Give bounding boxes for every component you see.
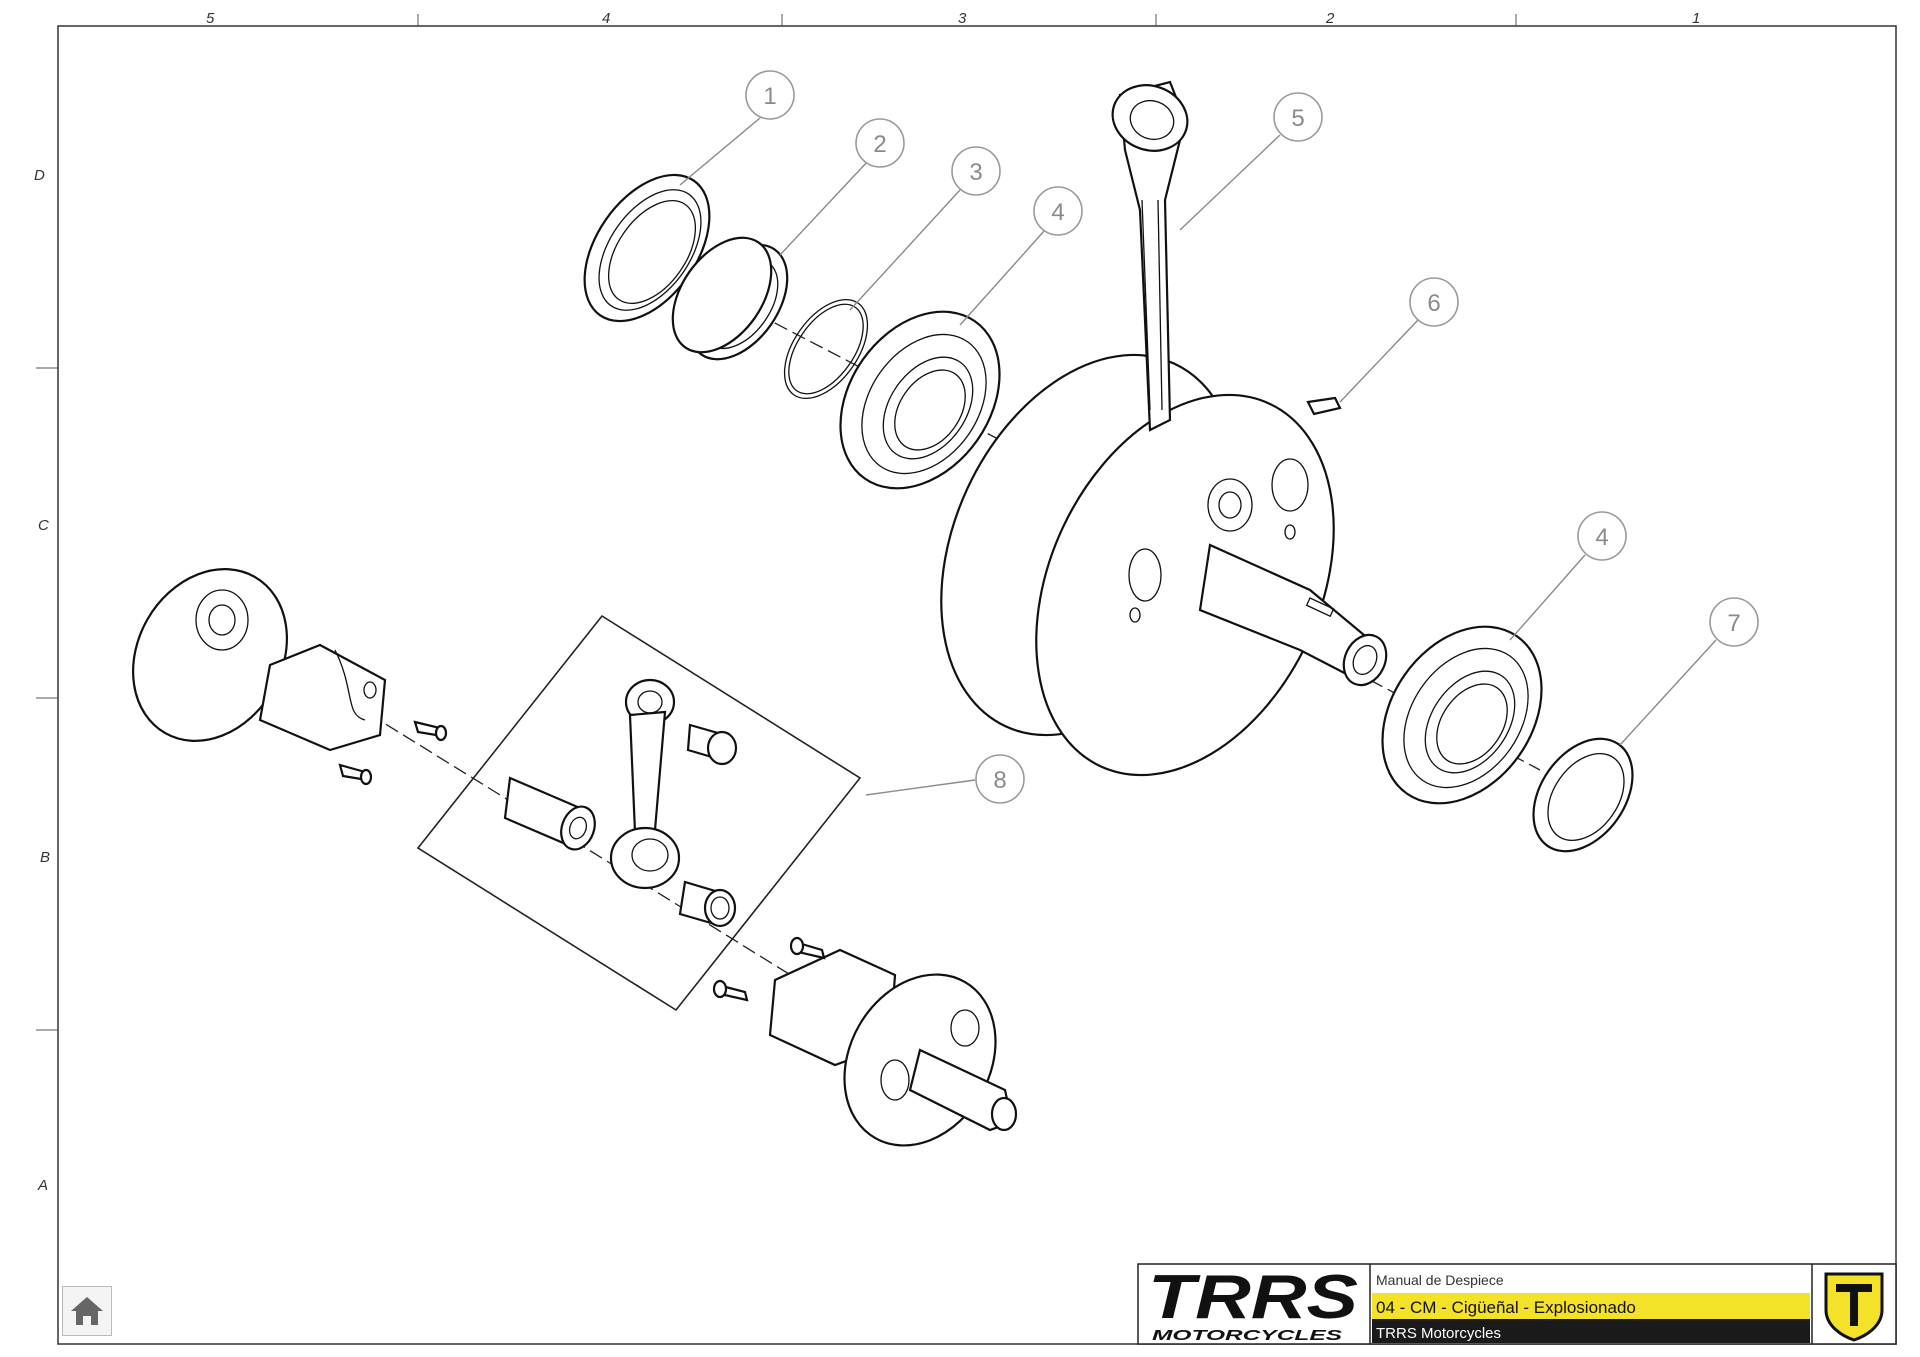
callout-3 (951, 146, 1001, 196)
main-assembly (583, 80, 1634, 853)
part-5-crankshaft (940, 80, 1388, 777)
title-highlight (1372, 1293, 1810, 1319)
trrs-shield-icon (1824, 1272, 1884, 1342)
left-flywheel-half (132, 568, 387, 752)
part-7-oil-seal (1532, 737, 1634, 853)
needle-bearing-top (686, 723, 738, 766)
doc-title: 04 - CM - Cigüeñal - Explosionado (1376, 1298, 1636, 1317)
callout-1-label: 1 (763, 83, 776, 110)
needle-bearing-bottom (678, 880, 737, 928)
callout-4a-label: 4 (1051, 199, 1064, 226)
crank-pin (503, 776, 596, 851)
part-4-bearing-right (1381, 625, 1543, 805)
zone-col-1: 1 (1692, 10, 1700, 27)
callout-7 (1709, 597, 1759, 647)
part-4-bearing-left (839, 310, 1001, 490)
company-bar (1372, 1319, 1810, 1343)
zone-row-d: D (34, 167, 45, 184)
part-8-frame (416, 614, 862, 1012)
callouts: 1 2 3 4 5 6 4 7 8 (679, 70, 1759, 804)
part-1-oil-seal (583, 173, 711, 323)
callout-6 (1409, 277, 1459, 327)
zone-row-b: B (40, 849, 50, 866)
callout-4a (1033, 186, 1083, 236)
zone-row-a: A (37, 1177, 48, 1194)
zone-col-5: 5 (206, 10, 215, 27)
callout-5-label: 5 (1291, 105, 1304, 132)
trrs-logo-subtitle: MOTORCYCLES (1152, 1327, 1342, 1344)
callout-2 (855, 118, 905, 168)
screw-set-right (712, 936, 826, 1002)
part-2-bushing (671, 236, 789, 361)
home-icon (71, 1297, 103, 1325)
doc-type: Manual de Despiece (1376, 1272, 1504, 1288)
small-connecting-rod (609, 678, 681, 890)
callout-4b (1577, 511, 1627, 561)
zone-col-3: 3 (958, 10, 967, 27)
title-block: Manual de Despiece 04 - CM - Cigüeñal - … (1137, 1263, 1897, 1345)
callout-2-label: 2 (873, 131, 886, 158)
company-name: TRRS Motorcycles (1376, 1325, 1501, 1342)
callout-7-label: 7 (1727, 610, 1740, 637)
right-flywheel-half (768, 948, 1018, 1147)
zone-ticks (36, 14, 1517, 1031)
callout-4b-label: 4 (1595, 524, 1608, 551)
part-6-woodruff-key (1306, 396, 1342, 416)
zone-col-2: 2 (1325, 10, 1335, 27)
screw-set-left (338, 720, 448, 786)
zone-row-c: C (38, 517, 49, 534)
callout-3-label: 3 (969, 159, 982, 186)
callout-1 (745, 70, 795, 120)
sheet-border (57, 25, 1897, 1345)
callout-6-label: 6 (1427, 290, 1440, 317)
callout-8 (975, 754, 1025, 804)
part-8-kit (132, 568, 1018, 1147)
zone-col-4: 4 (602, 10, 610, 27)
home-button[interactable] (62, 1286, 112, 1336)
callout-8-label: 8 (993, 767, 1006, 794)
callout-5 (1273, 92, 1323, 142)
part-3-circlip (783, 298, 869, 400)
trrs-logo-text: TRRS (1148, 1263, 1358, 1332)
